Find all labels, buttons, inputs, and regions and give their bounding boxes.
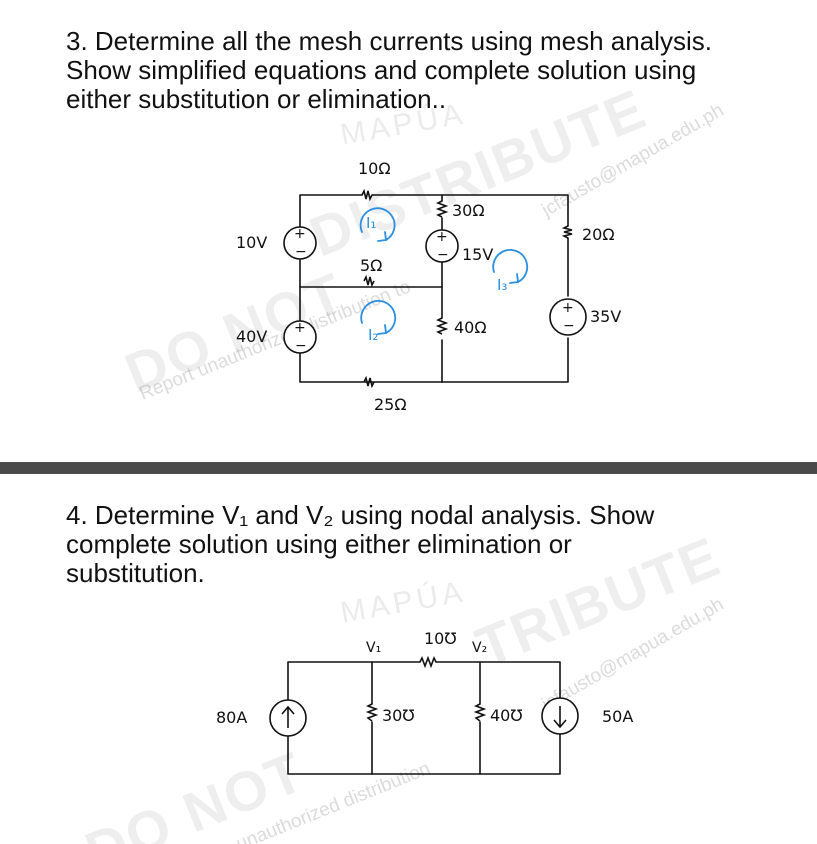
label-15v: 15V [462, 245, 493, 264]
src-40v-plus: + [294, 320, 306, 336]
conductance-40-mho [473, 703, 487, 722]
question-3-line-3: either substitution or elimination.. [66, 84, 447, 114]
question-3-text: 3. Determine all the mesh currents using… [66, 27, 786, 114]
label-node-v1: V₁ [366, 640, 381, 656]
label-5-ohm: 5Ω [360, 256, 382, 275]
section-divider [0, 462, 817, 474]
src-15v-minus: − [437, 247, 449, 263]
question-4-text: 4. Determine V₁ and V₂ using nodal analy… [66, 501, 766, 588]
src-10v-minus: − [295, 244, 307, 260]
conductance-10-mho [419, 655, 437, 669]
wire-top [371, 194, 569, 227]
resistor-10-ohm [361, 188, 373, 202]
arrow-down-icon [553, 706, 567, 729]
wire-right-lower [441, 337, 569, 383]
wire-node-v1 [287, 661, 421, 701]
label-mesh-i1: I₁ [366, 214, 376, 232]
label-mesh-i2: I₂ [368, 326, 378, 344]
voltage-source-15v [425, 229, 459, 263]
label-80a: 80A [216, 708, 247, 727]
nodal-circuit-diagram: 10Ʊ V₁ V₂ 30Ʊ 40Ʊ 80A 50A [216, 629, 633, 775]
mesh-arrowhead-i3-icon [509, 273, 519, 284]
src-15v-plus: + [436, 229, 448, 245]
question-4-line-1: 4. Determine V₁ and V₂ using nodal analy… [66, 500, 655, 530]
arrow-up-icon [281, 705, 295, 728]
wire-bottom-left [299, 347, 443, 383]
resistor-20-ohm [561, 225, 573, 239]
question-4-panel: MAPÚA TRIBUTE DO NOT unauthorized distri… [0, 474, 817, 844]
resistor-30-ohm [435, 200, 449, 218]
label-40-mho: 40Ʊ [490, 706, 523, 725]
voltage-source-35v [549, 298, 587, 336]
label-node-v2: V₂ [472, 640, 487, 656]
label-30-mho: 30Ʊ [382, 706, 415, 725]
src-35v-plus: + [562, 300, 574, 316]
question-3-line-2: Show simplified equations and complete s… [66, 55, 697, 85]
voltage-source-40v [283, 320, 317, 354]
question-3-panel: MAPÚA DO NOT DISTRIBUTE Report unauthori… [66, 26, 786, 414]
label-40v: 40V [236, 327, 267, 346]
conductance-30-mho [365, 703, 379, 722]
label-20-ohm: 20Ω [582, 225, 615, 244]
question-3-line-1: 3. Determine all the mesh currents using… [66, 26, 712, 56]
label-50a: 50A [602, 707, 633, 726]
resistor-5-ohm [363, 274, 375, 288]
label-10-ohm: 10Ω [358, 159, 391, 178]
wire-reference [287, 733, 561, 775]
mesh-arrow-i3-icon [492, 249, 529, 283]
question-4-line-2: complete solution using either eliminati… [66, 529, 572, 559]
wire-top-left [299, 194, 363, 228]
mesh-arrowhead-i2-icon [377, 324, 387, 335]
src-40v-minus: − [295, 338, 307, 354]
label-10v: 10V [236, 233, 267, 252]
src-35v-minus: − [563, 318, 575, 334]
label-30-ohm: 30Ω [452, 201, 485, 220]
label-35v: 35V [590, 307, 621, 326]
src-10v-plus: + [294, 226, 306, 242]
voltage-source-10v [283, 226, 317, 260]
label-10-mho: 10Ʊ [424, 629, 457, 648]
resistor-25-ohm [363, 375, 375, 389]
label-40-ohm: 40Ω [454, 318, 487, 337]
mesh-arrowhead-i1-icon [377, 231, 387, 242]
label-25-ohm: 25Ω [374, 395, 407, 414]
question-4-line-3: substitution. [66, 558, 205, 588]
mesh-arrow-i1-icon [359, 207, 396, 241]
mesh-arrow-i2-icon [360, 300, 397, 334]
mesh-circuit-diagram: 10Ω 30Ω 20Ω 5Ω 40Ω 25Ω + − 10V + − 40V +… [236, 159, 621, 414]
wire-node-v2 [435, 661, 561, 699]
label-mesh-i3: I₃ [497, 276, 507, 294]
resistor-40-ohm [435, 317, 449, 335]
